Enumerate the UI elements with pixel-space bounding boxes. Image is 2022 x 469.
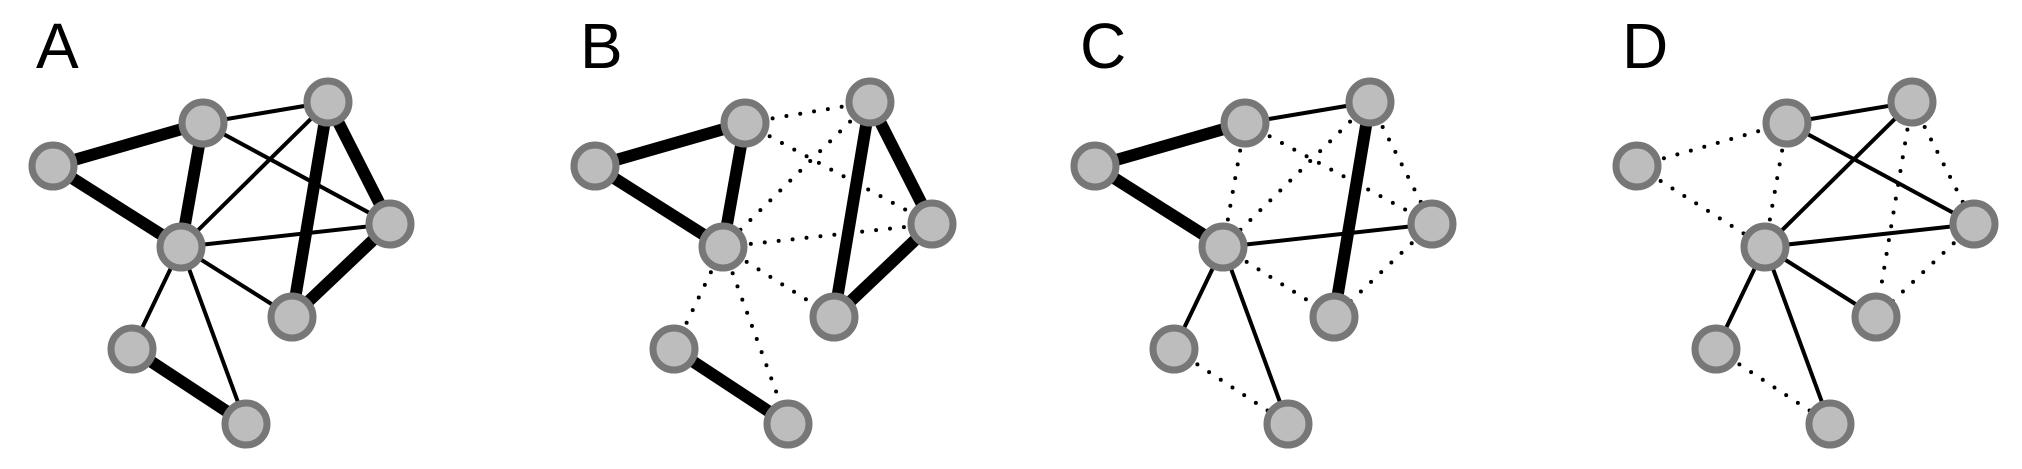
- panel-a-label: A: [36, 10, 79, 82]
- panel-b-node-1: [720, 98, 770, 148]
- panel-a-edge-0-3: [49, 160, 185, 253]
- panel-d-edge-1-4: [1786, 121, 1975, 226]
- panel-a-edge-3-7: [179, 246, 248, 425]
- panel-c-edge-0-3: [1091, 160, 1227, 253]
- panel-d-nodes: [1612, 77, 1999, 449]
- panel-a-edge-0-1: [51, 117, 205, 172]
- panel-c-node-5: [1309, 292, 1359, 342]
- panel-c-node-1: [1220, 98, 1270, 148]
- panel-a-node-4: [365, 199, 415, 249]
- panel-b: B: [570, 10, 957, 449]
- panel-a: A: [28, 10, 415, 449]
- panel-d-node-4: [1949, 199, 1999, 249]
- panel-d-edge-0-1: [1635, 121, 1789, 168]
- panel-d-edges: [1635, 100, 1976, 426]
- panel-c-edge-3-7: [1221, 246, 1290, 425]
- panel-d-node-7: [1805, 399, 1855, 449]
- panel-b-node-2: [845, 77, 895, 127]
- panel-b-node-4: [907, 199, 957, 249]
- panel-b-edge-3-6: [672, 245, 725, 351]
- panel-a-edge-1-4: [202, 121, 391, 226]
- panel-a-node-5: [267, 292, 317, 342]
- panel-c: C: [1070, 10, 1457, 449]
- panel-c-node-2: [1345, 77, 1395, 127]
- panel-c-edge-2-4: [1368, 100, 1434, 226]
- panel-d-node-3: [1740, 222, 1790, 272]
- panel-b-node-5: [809, 292, 859, 342]
- panel-b-edge-3-4: [721, 222, 934, 249]
- panel-c-node-3: [1198, 222, 1248, 272]
- panel-c-node-4: [1407, 199, 1457, 249]
- panel-d-node-5: [1851, 292, 1901, 342]
- panel-d-edge-2-5: [1874, 100, 1914, 319]
- panel-c-node-0: [1070, 141, 1120, 191]
- panel-d-edge-2-3: [1763, 100, 1914, 249]
- panel-a-node-0: [28, 141, 78, 191]
- panel-d-label: D: [1622, 10, 1668, 82]
- panel-d-node-6: [1691, 324, 1741, 374]
- panel-c-edge-1-4: [1243, 121, 1434, 226]
- panel-c-edges: [1091, 100, 1434, 426]
- panel-d: D: [1612, 10, 1999, 449]
- panel-b-nodes: [570, 77, 957, 449]
- panel-a-node-2: [303, 77, 353, 127]
- panel-c-label: C: [1080, 10, 1126, 82]
- panel-b-node-0: [570, 141, 620, 191]
- panel-c-node-6: [1149, 324, 1199, 374]
- panel-b-label: B: [580, 10, 623, 82]
- panel-a-node-1: [178, 98, 228, 148]
- panel-a-node-7: [221, 399, 271, 449]
- panel-d-node-0: [1612, 141, 1662, 191]
- panel-a-edge-2-3: [179, 100, 330, 249]
- panel-b-edge-2-5: [828, 101, 876, 318]
- panel-d-edge-3-7: [1763, 246, 1832, 425]
- panel-b-edges: [591, 99, 938, 430]
- panel-d-edge-0-3: [1635, 164, 1767, 249]
- panel-b-node-3: [698, 222, 748, 272]
- panel-a-edge-3-4: [180, 222, 391, 249]
- panel-c-edge-3-4: [1222, 222, 1433, 249]
- panel-c-nodes: [1070, 77, 1457, 449]
- panel-a-edge-2-5: [286, 101, 334, 318]
- panel-b-edge-0-3: [591, 160, 727, 253]
- panel-b-node-7: [763, 399, 813, 449]
- panel-c-edge-0-1: [1093, 117, 1247, 172]
- panel-d-node-2: [1887, 77, 1937, 127]
- panel-a-edges: [49, 99, 396, 430]
- panel-b-edge-0-1: [593, 117, 747, 172]
- panel-d-edge-3-4: [1764, 222, 1975, 249]
- panel-b-node-6: [649, 324, 699, 374]
- panel-c-node-7: [1263, 399, 1313, 449]
- panel-a-nodes: [28, 77, 415, 449]
- panel-a-node-6: [107, 324, 157, 374]
- panel-d-node-1: [1762, 98, 1812, 148]
- panel-c-edge-2-5: [1328, 101, 1376, 318]
- panel-a-node-3: [156, 222, 206, 272]
- panel-d-edge-2-4: [1910, 100, 1976, 226]
